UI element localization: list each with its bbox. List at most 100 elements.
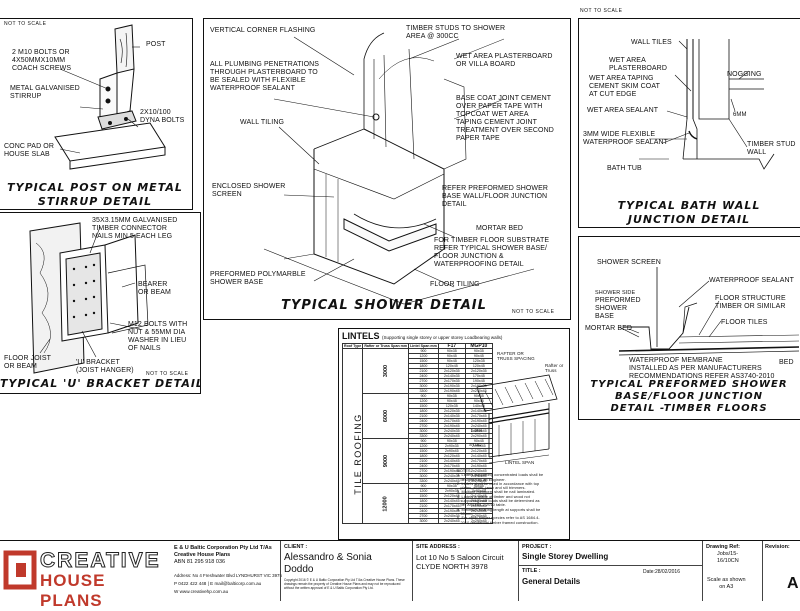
u-bracket-detail-panel: 35x3.15mm GALVANISED TIMBER CONNECTOR NA…	[0, 212, 201, 394]
bed-label: BED	[779, 359, 794, 366]
site-address: Lot 10 No 5 Saloon Circuit CLYDE NORTH 3…	[416, 553, 504, 571]
site-cell: SITE ADDRESS : Lot 10 No 5 Saloon Circui…	[412, 541, 519, 601]
logo-house-plans: HOUSE PLANS	[40, 571, 106, 610]
rafter-spacing-label: RAFTER OR TRUSS SPACING	[497, 351, 535, 361]
bath-wet-pb-label: WET AREA PLASTERBOARD	[609, 57, 667, 72]
shower-detail-panel: VERTICAL CORNER FLASHING TIMBER STUDS TO…	[203, 18, 571, 320]
rafter-truss-label: Rafter or Truss	[545, 363, 564, 373]
logo-mark-icon	[3, 550, 37, 590]
revision-label: Revision:	[765, 544, 790, 550]
lintel-span-label: LINTEL SPAN	[505, 460, 535, 465]
nogging-label: NOGGING	[727, 71, 762, 78]
title-block: CREATIVE HOUSE PLANS E & U Baltic Corpor…	[0, 540, 800, 610]
bath-detail-title: TYPICAL BATH WALL JUNCTION DETAIL	[617, 199, 761, 226]
company-web: W www.creativehp.com.au	[174, 589, 229, 594]
bath-wall-detail-panel: WALL TILES WET AREA PLASTERBOARD WET ARE…	[578, 18, 800, 228]
title-label: TITLE :	[522, 568, 541, 574]
post-label: POST	[146, 41, 166, 48]
taping-label: WET AREA TAPING CEMENT SKIM COAT AT CUT …	[589, 75, 660, 98]
bath-wall-drawing	[639, 39, 775, 170]
shower-mortar-label: MORTAR BED	[476, 225, 524, 232]
stud-label: STUD	[469, 442, 482, 447]
lintels-heading: LINTELS (Supporting single storey or upp…	[342, 331, 502, 341]
company-abn: ABN 81 295 918 036	[174, 559, 226, 565]
copyright-text: Copyright 2016 © E & U Baltic Corporatio…	[284, 578, 405, 590]
lintels-panel: LINTELS (Supporting single storey or upp…	[338, 328, 570, 540]
drawing-ref-value: Jobs/15- 16/10CN	[717, 551, 739, 564]
post-stirrup-detail-panel: NOT TO SCALE POST 2 M10 BOLTS OR 4x50mmx…	[0, 18, 193, 210]
shower-side-label: SHOWER SIDE	[595, 290, 636, 296]
wet-area-pb-label: WET AREA PLASTERBOARD OR VILLA BOARD	[456, 53, 553, 68]
shower-base-detail-panel: SHOWER SCREEN WATERPROOF SEALANT SHOWER …	[578, 236, 800, 420]
drawing-date: Date:28/02/2016	[643, 569, 680, 575]
base-wp-sealant-label: WATERPROOF SEALANT	[709, 277, 795, 284]
bath-sealant-label: WET AREA SEALANT	[587, 107, 659, 114]
stirrup-label: METAL GALVANISED STIRRUP	[10, 85, 80, 100]
joist-hanger-label: 'U' BRACKET (JOIST HANGER)	[76, 359, 134, 374]
bolts-label: 2 M10 BOLTS OR 4x50mmx10mm COACH SCREWS	[12, 49, 72, 72]
project-cell: PROJECT : Single Storey Dwelling TITLE :…	[518, 541, 703, 601]
u-bracket-drawing	[29, 222, 149, 374]
company-name: E & U Baltic Corporation Pty Ltd T/As Cr…	[174, 545, 272, 558]
company-cell: E & U Baltic Corporation Pty Ltd T/As Cr…	[172, 541, 282, 601]
truss-span-cell: 9000	[362, 438, 410, 484]
truss-span-cell: 3000	[362, 348, 410, 394]
company-phone: P 0422 422 448 | E mail@balticorp.com.au	[174, 581, 262, 586]
floor-tiling-label: FLOOR TILING	[430, 281, 480, 288]
post-stirrup-drawing	[54, 24, 166, 170]
timber-stud-label: TIMBER STUD WALL	[747, 141, 796, 156]
timber-studs-label: TIMBER STUDS TO SHOWER AREA @ 300cc	[406, 25, 506, 40]
sheet-letter: A	[787, 575, 799, 592]
project-label: PROJECT :	[522, 544, 552, 550]
mgp10-cell: 2x290x45	[464, 518, 493, 524]
base-detail-title: TYPICAL PREFORMED SHOWER BASE/FLOOR JUNC…	[590, 379, 788, 414]
client-cell: CLIENT : Alessandro & Sonia Doddo Copyri…	[280, 541, 413, 601]
shower-detail-title: TYPICAL SHOWER DETAIL	[281, 298, 487, 313]
base-mortar-label: MORTAR BED	[585, 325, 633, 332]
drawing-ref-label: Drawing Ref:	[706, 544, 740, 550]
shower-screen-label: SHOWER SCREEN	[597, 259, 661, 266]
revision-cell: Revision: A	[762, 541, 800, 601]
project-divider	[519, 565, 703, 566]
lintels-subheading: (Supporting single storey or upper store…	[382, 335, 503, 340]
wall-tiles-label: WALL TILES	[631, 39, 672, 46]
truss-span-cell: 12000	[362, 483, 410, 524]
roof-type-cell	[341, 348, 364, 524]
top-not-to-scale: NOT TO SCALE	[580, 8, 623, 14]
lintel-label: Lintel	[471, 428, 483, 433]
bath-dim-label: 6mm	[733, 112, 747, 118]
connector-label: 35x3.15mm GALVANISED TIMBER CONNECTOR NA…	[92, 217, 178, 240]
floor-structure-label: FLOOR STRUCTURE TIMBER OR SIMILAR	[715, 295, 786, 310]
drawing-ref-cell: Drawing Ref: Jobs/15- 16/10CN Scale as s…	[702, 541, 763, 601]
logo-creative: CREATIVE	[40, 549, 161, 573]
lintels-title: LINTELS	[342, 331, 380, 341]
timber-floor-label: FOR TIMBER FLOOR SUBSTRATE REFER TYPICAL…	[434, 237, 550, 268]
floor-joist-label: FLOOR JOIST OR BEAM	[4, 355, 51, 370]
shower-drawing	[263, 32, 535, 305]
bracket-detail-title: TYPICAL 'U' BRACKET DETAIL	[0, 377, 201, 390]
base-coat-label: BASE COAT JOINT CEMENT OVER PAPER TAPE W…	[456, 95, 554, 142]
bath-tub-label: BATH TUB	[607, 165, 642, 172]
lintel-notes: NOTES: 1. Lintels supporting concentrate…	[457, 469, 544, 525]
client-label: CLIENT :	[284, 544, 308, 550]
post-not-to-scale: NOT TO SCALE	[4, 21, 47, 27]
plumbing-label: ALL PLUMBING PENETRATIONS THROUGH PLASTE…	[210, 61, 320, 92]
refer-preformed-label: REFER PREFORMED SHOWER BASE WALL/FLOOR J…	[442, 185, 549, 208]
drawing-scale: Scale as shown on A3	[707, 577, 746, 590]
membrane-label: WATERPROOF MEMBRANE INSTALLED AS PER MAN…	[629, 357, 775, 380]
title-value: General Details	[522, 577, 581, 586]
logo: CREATIVE HOUSE PLANS	[2, 547, 170, 610]
corner-flashing-label: VERTICAL CORNER FLASHING	[210, 27, 316, 34]
wall-tiling-label: WALL TILING	[240, 119, 285, 126]
m12-bolts-label: M12 BOLTS WITH NUT & 55mm DIA WASHER IN …	[128, 321, 188, 352]
polymarble-label: PREFORMED POLYMARBLE SHOWER BASE	[210, 271, 306, 286]
project-name: Single Storey Dwelling	[522, 552, 609, 561]
preformed-base-label: PREFORMED SHOWER BASE	[595, 297, 641, 320]
bracket-not-to-scale: NOT TO SCALE	[146, 371, 189, 377]
